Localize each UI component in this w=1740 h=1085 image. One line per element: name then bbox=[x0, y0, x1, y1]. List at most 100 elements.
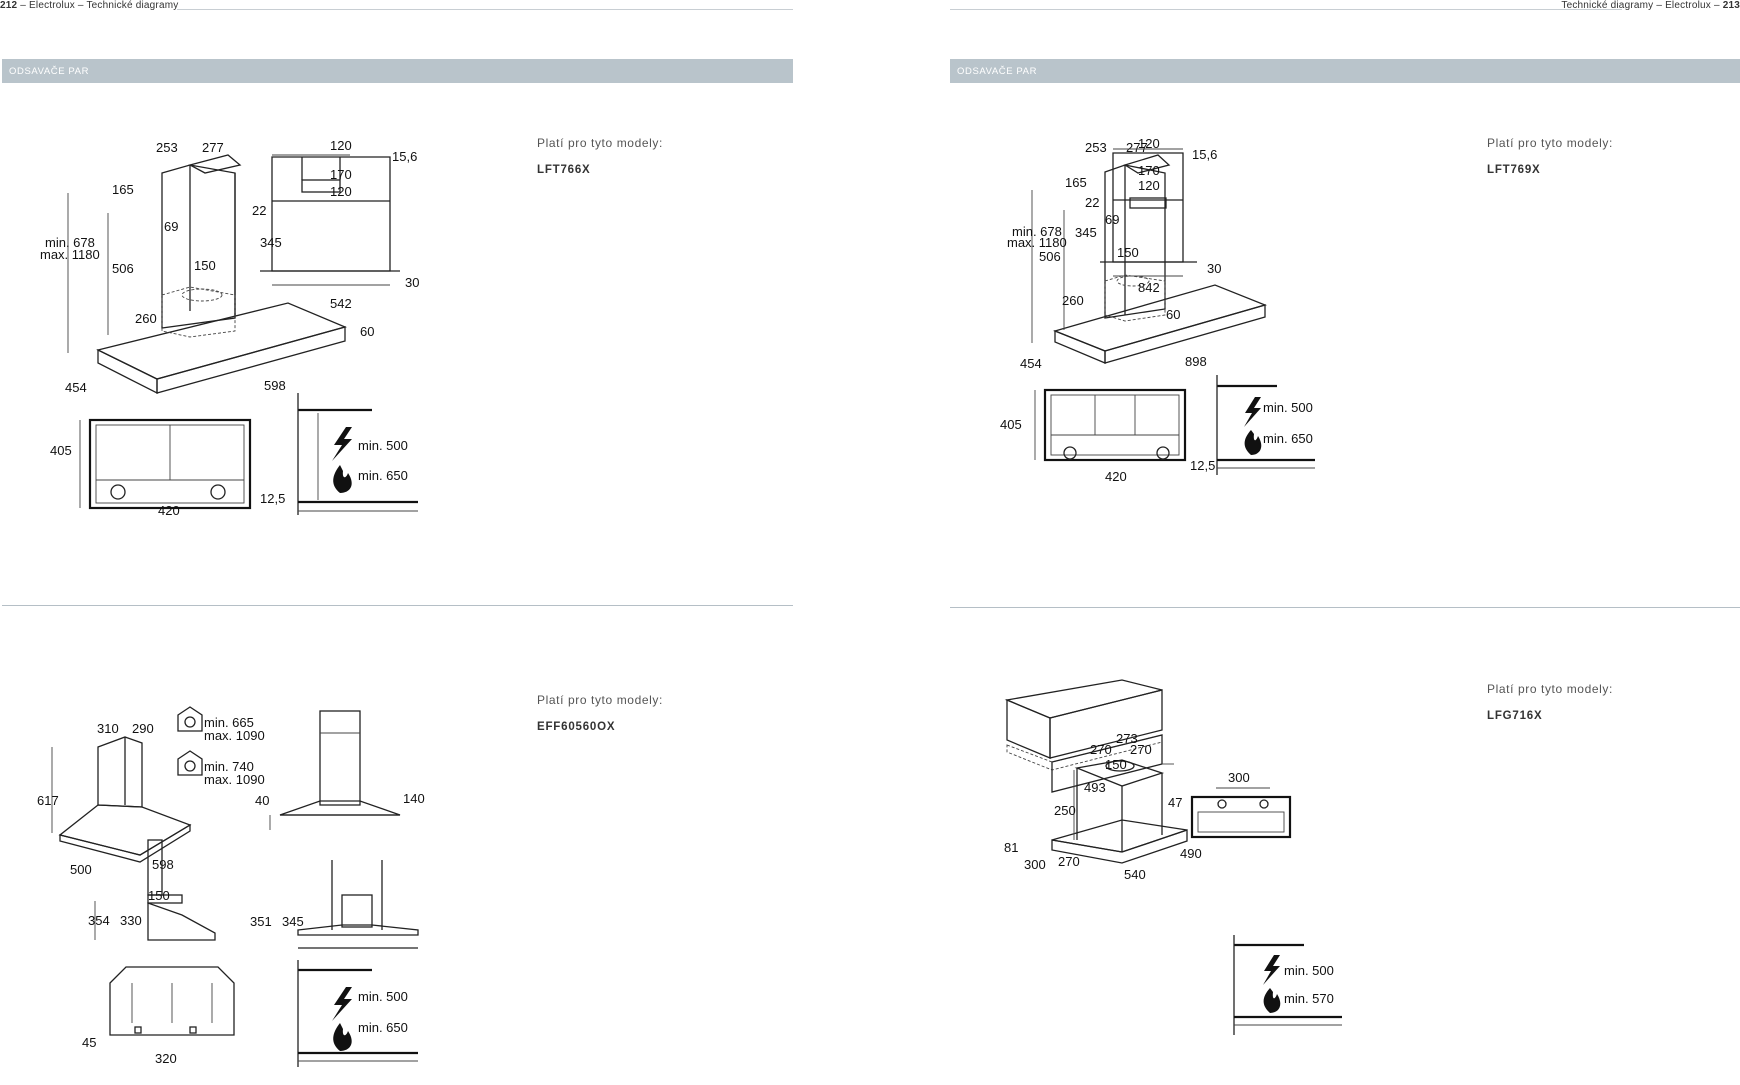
dim-label: 420 bbox=[158, 503, 180, 518]
dim-label: 506 bbox=[112, 261, 134, 276]
dim-label: 506 bbox=[1039, 249, 1061, 264]
dim-label: 345 bbox=[260, 235, 282, 250]
dim-label: 120 bbox=[330, 138, 352, 153]
dim-label: 310 bbox=[97, 721, 119, 736]
model-code: LFT766X bbox=[537, 164, 591, 176]
dim-label: 300 bbox=[1228, 770, 1250, 785]
electric-hazard-icon bbox=[332, 987, 352, 1021]
dim-label: 45 bbox=[82, 1035, 96, 1050]
dim-label: 150 bbox=[1117, 245, 1139, 260]
dim-label: 260 bbox=[135, 311, 157, 326]
hood-diagram-eff60560ox: 310 290 617 500 598 min. 665 max. 1090 m… bbox=[37, 706, 425, 1067]
dim-label: 81 bbox=[1004, 840, 1018, 855]
house-fan-icon bbox=[177, 706, 203, 732]
section-divider bbox=[950, 607, 1740, 608]
safety-label: min. 650 bbox=[358, 468, 408, 483]
dim-label: 12,5 bbox=[260, 491, 285, 506]
dim-label: 598 bbox=[264, 378, 286, 393]
dim-label: 120 bbox=[330, 184, 352, 199]
dim-label: 15,6 bbox=[1192, 147, 1217, 162]
electric-hazard-icon bbox=[332, 427, 352, 461]
gas-flame-icon bbox=[1244, 430, 1262, 455]
models-label: Platí pro tyto modely: bbox=[1487, 682, 1613, 696]
front-view-drawing bbox=[260, 154, 400, 286]
dim-label: 354 bbox=[88, 913, 110, 928]
install-label: max. 1090 bbox=[204, 728, 265, 743]
dim-label: 30 bbox=[405, 275, 419, 290]
hood-diagram-lft769x: 253 277 165 69 min. 678 max. 1180 506 15… bbox=[1000, 136, 1315, 484]
elevation-drawing bbox=[269, 710, 401, 830]
dim-label: 69 bbox=[1105, 212, 1119, 227]
gas-flame-icon bbox=[333, 1023, 352, 1051]
dim-label: 120 bbox=[1138, 136, 1160, 151]
dim-label: min. 678 bbox=[1012, 224, 1062, 239]
models-label: Platí pro tyto modely: bbox=[537, 693, 663, 707]
dim-label: 320 bbox=[155, 1051, 177, 1066]
dim-label: max. 1180 bbox=[1007, 235, 1067, 250]
dim-label: 490 bbox=[1180, 846, 1202, 861]
dim-label: 120 bbox=[1138, 178, 1160, 193]
dim-label: 842 bbox=[1138, 280, 1160, 295]
safety-label: min. 650 bbox=[1263, 431, 1313, 446]
dim-label: 253 bbox=[156, 140, 178, 155]
safety-distance-drawing bbox=[1233, 935, 1342, 1035]
safety-label: min. 500 bbox=[358, 438, 408, 453]
dim-label: 330 bbox=[120, 913, 142, 928]
section-divider bbox=[2, 605, 793, 606]
running-header-right: Technické diagramy – Electrolux – 213 bbox=[1561, 0, 1740, 11]
hood-isometric-drawing bbox=[51, 736, 192, 863]
dim-label: 345 bbox=[1075, 225, 1097, 240]
model-code: LFG716X bbox=[1487, 710, 1543, 722]
dim-label: 60 bbox=[1166, 307, 1180, 322]
dim-label: 22 bbox=[1085, 195, 1099, 210]
page-number: 213 bbox=[1722, 0, 1740, 11]
safety-distance-drawing bbox=[1216, 375, 1315, 475]
dim-label: 270 bbox=[1130, 742, 1152, 757]
front-view-drawing bbox=[1100, 148, 1197, 277]
dim-label: 150 bbox=[1105, 757, 1127, 772]
gas-flame-icon bbox=[333, 465, 352, 493]
dim-label: 273 bbox=[1116, 731, 1138, 746]
dim-label: 270 bbox=[1058, 854, 1080, 869]
safety-label: min. 650 bbox=[358, 1020, 408, 1035]
dim-label: 30 bbox=[1207, 261, 1221, 276]
dim-label: 420 bbox=[1105, 469, 1127, 484]
dim-label: 405 bbox=[50, 443, 72, 458]
dim-label: 60 bbox=[360, 324, 374, 339]
dim-label: 40 bbox=[255, 793, 269, 808]
running-title: Technické diagramy – Electrolux – bbox=[1561, 0, 1720, 11]
section-band: ODSAVAČE PAR bbox=[2, 59, 793, 83]
page-number: 212 bbox=[0, 0, 18, 11]
dim-label: 15,6 bbox=[392, 149, 417, 164]
header-rule bbox=[177, 9, 793, 10]
dim-label: 165 bbox=[112, 182, 134, 197]
dim-label: 500 bbox=[70, 862, 92, 877]
right-page: Technické diagramy – Electrolux – 213 OD… bbox=[870, 0, 1740, 1067]
safety-label: min. 570 bbox=[1284, 991, 1334, 1006]
safety-label: min. 500 bbox=[1284, 963, 1334, 978]
dim-label: 260 bbox=[1062, 293, 1084, 308]
model-code: LFT769X bbox=[1487, 164, 1541, 176]
electric-hazard-icon bbox=[1263, 955, 1280, 985]
front-view-drawing bbox=[1190, 787, 1292, 839]
dim-label: 277 bbox=[202, 140, 224, 155]
hood-isometric-drawing bbox=[67, 154, 347, 395]
section-title: ODSAVAČE PAR bbox=[957, 66, 1038, 77]
front-section-drawing bbox=[297, 860, 419, 949]
dim-label: 12,5 bbox=[1190, 458, 1215, 473]
dim-label: 351 bbox=[250, 914, 272, 929]
dim-label: 170 bbox=[1138, 163, 1160, 178]
electric-hazard-icon bbox=[1244, 397, 1261, 427]
running-header-left: 212 – Electrolux – Technické diagramy bbox=[0, 0, 178, 11]
dim-label: 140 bbox=[403, 791, 425, 806]
section-band: ODSAVAČE PAR bbox=[950, 59, 1740, 83]
dim-label: min. 678 bbox=[45, 235, 95, 250]
dim-label: 170 bbox=[330, 167, 352, 182]
safety-label: min. 500 bbox=[1263, 400, 1313, 415]
dim-label: 290 bbox=[132, 721, 154, 736]
dim-label: 540 bbox=[1124, 867, 1146, 882]
bottom-view-drawing bbox=[1034, 388, 1187, 462]
dim-label: 22 bbox=[252, 203, 266, 218]
section-title: ODSAVAČE PAR bbox=[9, 66, 90, 77]
hood-isometric-drawing bbox=[1031, 154, 1268, 364]
